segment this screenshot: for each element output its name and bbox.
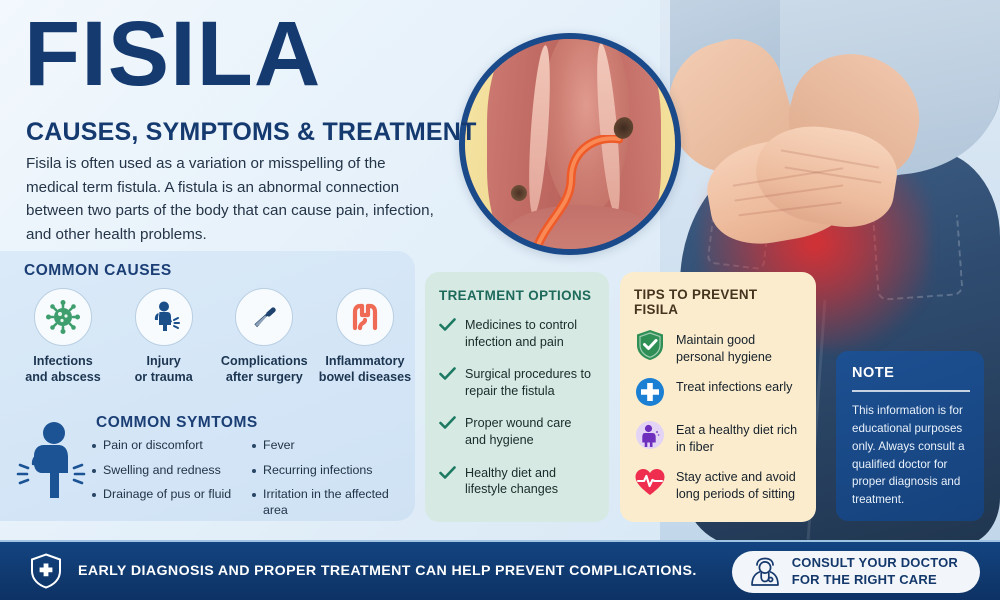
symptoms-column-left: Pain or discomfort Swelling and redness … [92,438,252,527]
shield-medical-icon [31,553,61,589]
page-subtitle: CAUSES, SYMPTOMS & TREATMENT [26,118,477,146]
footer-bar: EARLY DIAGNOSIS AND PROPER TREATMENT CAN… [0,540,1000,600]
list-item: Medicines to control infection and pain [439,317,595,350]
list-item: Stay active and avoid long periods of si… [634,466,803,502]
treatment-options-panel: TREATMENT OPTIONS Medicines to control i… [425,272,609,522]
back-pain-person-icon [14,420,90,500]
note-body: This information is for educational purp… [852,403,965,507]
medical-cross-circle-icon [634,376,666,408]
list-item: Pain or discomfort [92,438,252,454]
doctor-icon [750,557,779,586]
check-icon [439,318,456,331]
list-item: Swelling and redness [92,463,252,479]
bullet-icon [252,444,256,448]
list-item: Proper wound care and hygiene [439,415,595,448]
prevention-tips-panel: TIPS TO PREVENT FISILA Maintain good per… [620,272,816,522]
bullet-icon [92,468,96,473]
check-icon [439,416,456,430]
treatment-options-heading: TREATMENT OPTIONS [439,288,592,303]
intestine-icon [335,288,394,346]
prevention-tips-heading: TIPS TO PREVENT FISILA [634,287,758,317]
heart-pulse-icon [634,466,666,498]
person-diet-icon [634,419,666,451]
intro-paragraph: Fisila is often used as a variation or m… [26,155,434,243]
list-item: Irritation in the affected area [252,487,412,518]
common-symptoms-lists: Pain or discomfort Swelling and redness … [92,438,412,527]
anal-fistula-cross-section-illustration [459,33,681,255]
bullet-icon [92,444,96,448]
common-causes-heading: COMMON CAUSES [24,262,172,279]
footer-message: EARLY DIAGNOSIS AND PROPER TREATMENT CAN… [78,563,697,579]
bullet-icon [92,493,96,497]
symptoms-column-right: Fever Recurring infections Irritation in… [252,438,412,527]
note-heading: NOTE [852,365,895,381]
list-item: Fever [252,438,412,454]
person-holding-lower-back-pain-photo [660,0,1000,540]
check-icon [439,465,456,479]
page-title: FISILA [24,3,322,105]
virus-icon [34,288,92,346]
bullet-icon [252,493,256,497]
list-item: Healthy diet and lifestyle changes [439,465,595,498]
bullet-icon [252,468,256,473]
list-item: Drainage of pus or fluid [92,487,252,503]
list-item: Maintain good personal hygiene [634,329,803,365]
shield-check-icon [634,329,666,361]
injured-person-icon [134,288,193,346]
list-item: Eat a healthy diet rich in fiber [634,419,803,455]
scalpel-icon [235,288,294,346]
list-item: Surgical procedures to repair the fistul… [439,366,595,399]
note-box: NOTE This information is for educational… [836,351,984,521]
divider [852,390,970,392]
list-item: Recurring infections [252,463,412,479]
check-icon [439,367,456,381]
list-item: Treat infections early [634,376,803,408]
common-symptoms-heading: COMMON SYMTOMS [96,414,258,431]
